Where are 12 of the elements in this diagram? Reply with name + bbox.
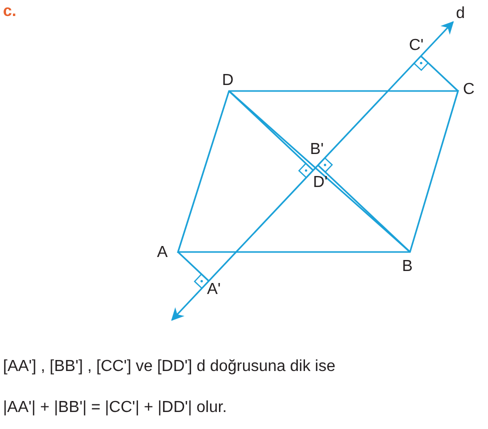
part-label: c. <box>3 4 16 20</box>
point-label: A' <box>207 282 221 298</box>
line-label: d <box>456 6 465 22</box>
point-label: A <box>157 245 168 261</box>
point-label: C <box>463 82 475 98</box>
statement-text: |AA'| + |BB'| = |CC'| + |DD'| olur. <box>3 400 227 416</box>
point-label: D <box>222 73 234 89</box>
point-label: B' <box>310 142 324 158</box>
point-label: B <box>402 259 413 275</box>
point-label: D' <box>313 175 328 191</box>
point-label: C' <box>409 38 424 54</box>
statement-text: [AA'] , [BB'] , [CC'] ve [DD'] d doğrusuna dik ise <box>3 359 336 375</box>
